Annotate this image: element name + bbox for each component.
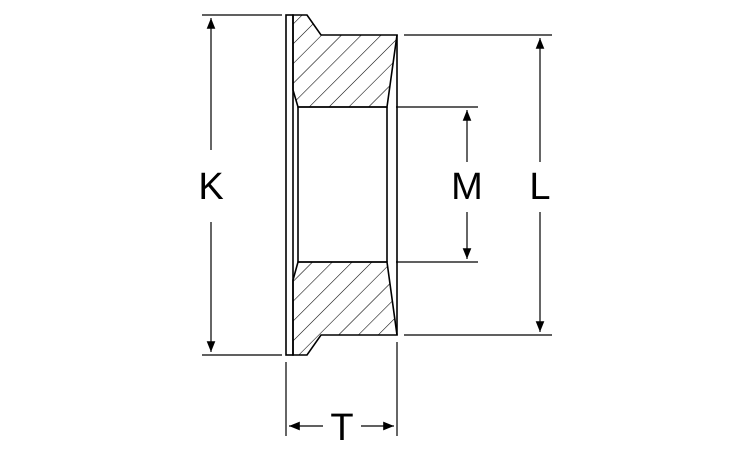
dimension-l: L — [529, 38, 551, 332]
dimension-t-label: T — [330, 407, 353, 449]
dimension-l-label: L — [529, 166, 550, 208]
lower-wall-section — [292, 261, 398, 356]
dimension-k-label: K — [198, 166, 223, 208]
dimension-t: T — [289, 407, 394, 449]
dimension-m: M — [451, 110, 483, 259]
dimension-k: K — [198, 17, 224, 352]
extension-lines — [202, 14, 552, 436]
flange-face — [285, 14, 294, 356]
fitting-section — [285, 14, 398, 356]
upper-wall-section — [292, 14, 398, 108]
dimension-m-label: M — [451, 166, 483, 208]
